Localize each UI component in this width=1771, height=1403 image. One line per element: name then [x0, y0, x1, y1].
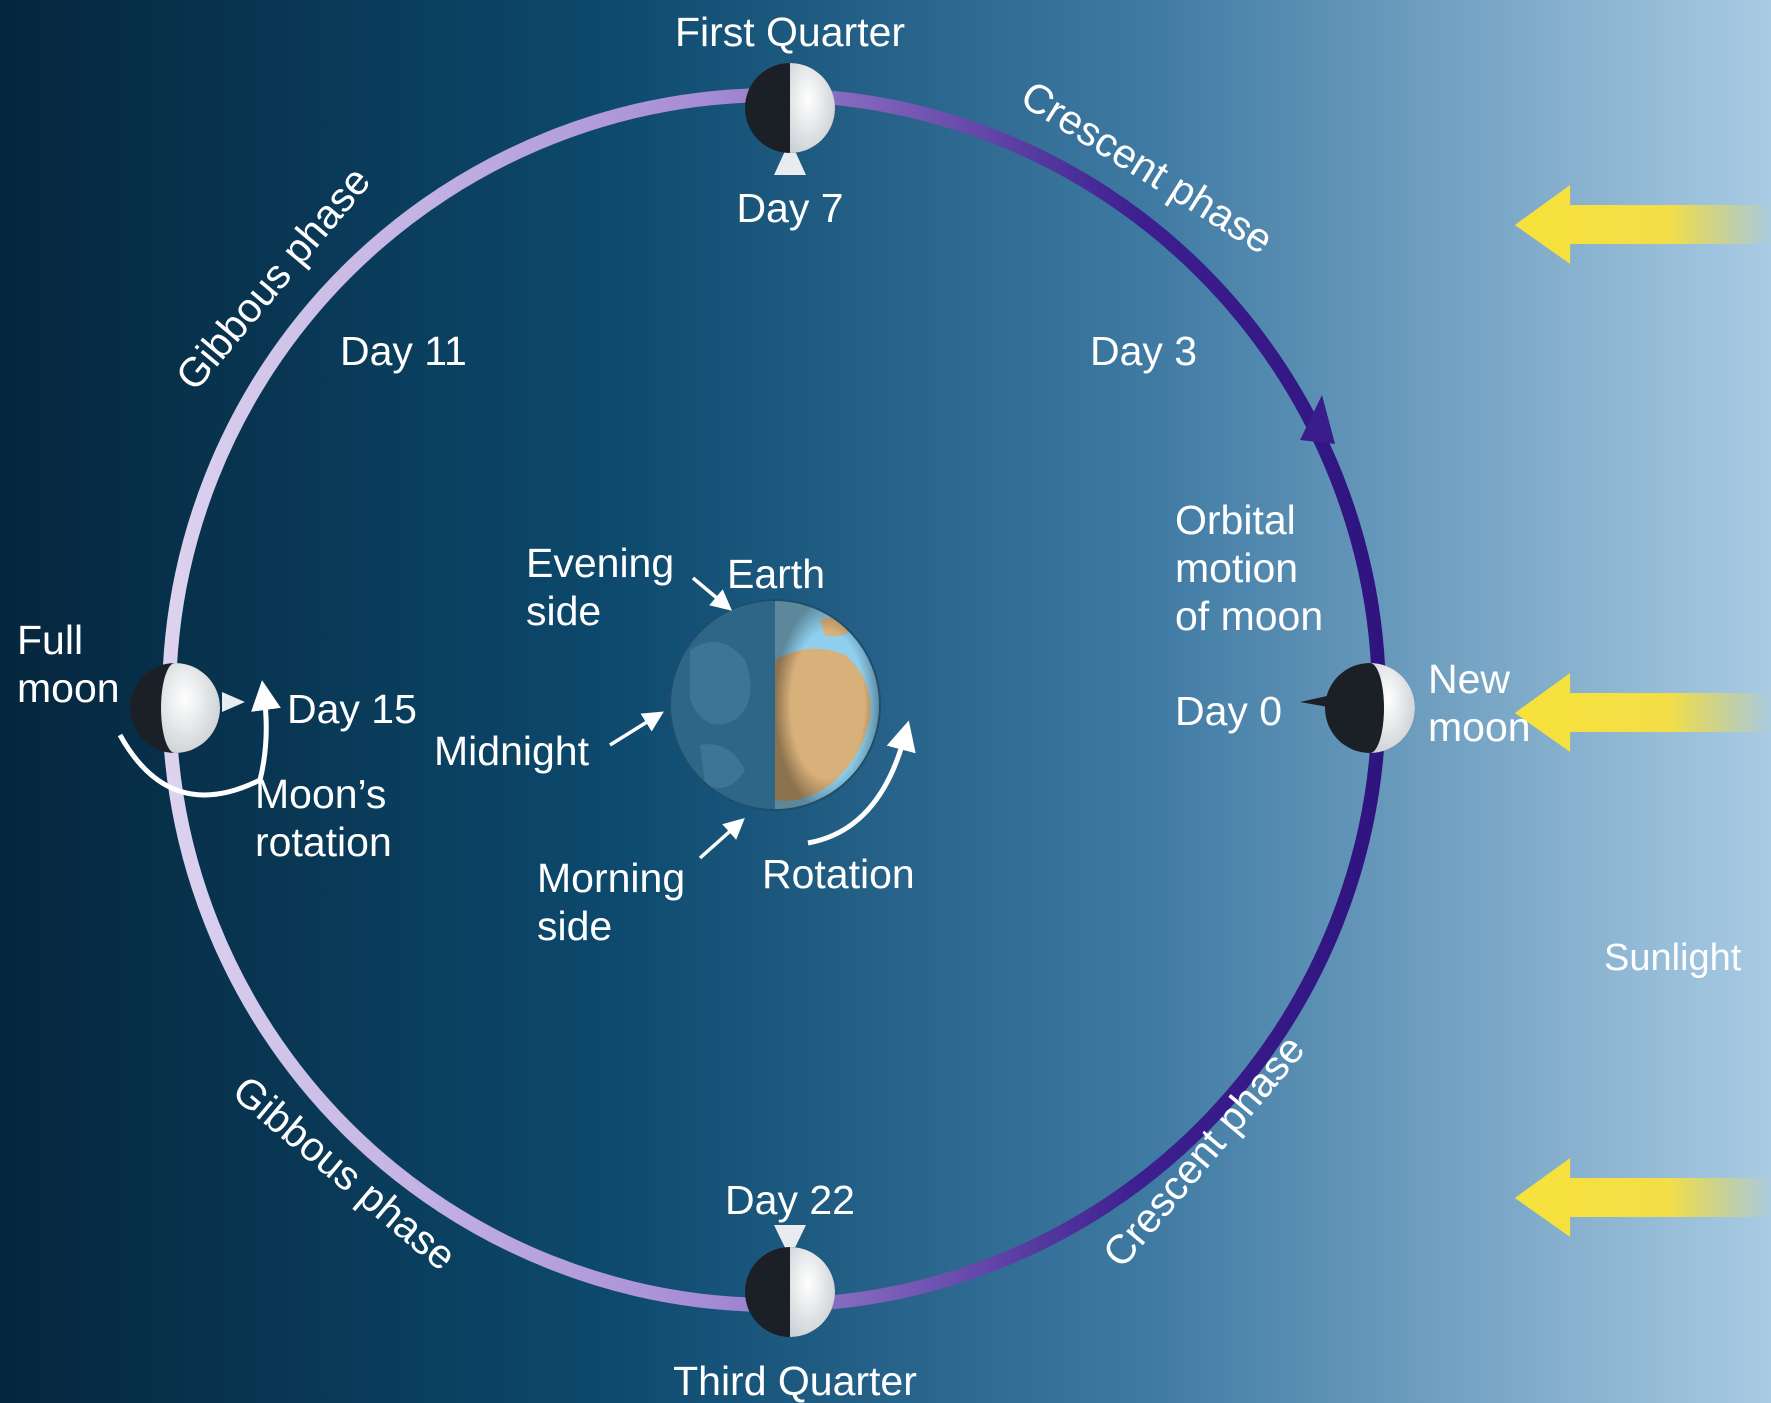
third-quarter-label: Third Quarter [673, 1358, 917, 1403]
evening-side-line-1: Evening [526, 540, 674, 586]
evening-side-line-2: side [526, 588, 601, 634]
full-moon-label: Full moon [17, 617, 120, 711]
morning-side-line-1: Morning [537, 855, 685, 901]
sunlight-arrow-top [1514, 185, 1771, 264]
day-11-label: Day 11 [340, 328, 467, 374]
sunlight-arrow-middle [1514, 673, 1771, 752]
midnight-pointer [609, 711, 664, 747]
day-0-label: Day 0 [1175, 688, 1282, 734]
orbital-motion-line-3: of moon [1175, 593, 1323, 639]
day-22-label: Day 22 [725, 1177, 855, 1223]
orbital-motion-line-1: Orbital [1175, 497, 1296, 543]
moons-rotation-label: Moon’s rotation [255, 771, 392, 865]
evening-side-label: Evening side [526, 540, 674, 634]
sunlight-arrows [1514, 185, 1771, 1237]
moon-new [1300, 663, 1415, 753]
new-moon-label: New moon [1428, 656, 1531, 750]
orbital-motion-label: Orbital motion of moon [1175, 497, 1323, 639]
rotation-label: Rotation [762, 851, 915, 897]
sunlight-arrow-bottom [1514, 1158, 1771, 1237]
morning-side-pointer [698, 818, 745, 860]
morning-side-label: Morning side [537, 855, 685, 949]
earth-rotation-arrow [807, 720, 916, 846]
new-moon-line-2: moon [1428, 704, 1531, 750]
orbital-motion-arrow [1300, 395, 1335, 444]
earth-globe [669, 599, 881, 811]
full-moon-line-2: moon [17, 665, 120, 711]
moons-rotation-line-2: rotation [255, 819, 392, 865]
full-moon-line-1: Full [17, 617, 83, 663]
new-moon-line-1: New [1428, 656, 1510, 702]
day-15-label: Day 15 [287, 686, 417, 732]
first-quarter-label: First Quarter [675, 9, 905, 55]
moon-full [130, 663, 245, 753]
moons-rotation-line-1: Moon’s [255, 771, 386, 817]
orbital-motion-line-2: motion [1175, 545, 1298, 591]
midnight-label: Midnight [434, 728, 590, 774]
morning-side-line-2: side [537, 903, 612, 949]
moon-first-quarter [745, 63, 835, 175]
day-7-label: Day 7 [736, 185, 843, 231]
moon-third-quarter [745, 1225, 835, 1337]
day-3-label: Day 3 [1090, 328, 1197, 374]
moon-rotation-arrow [117, 680, 281, 798]
sunlight-label: Sunlight [1604, 937, 1742, 979]
evening-side-pointer [691, 576, 733, 611]
earth-label: Earth [727, 551, 825, 597]
